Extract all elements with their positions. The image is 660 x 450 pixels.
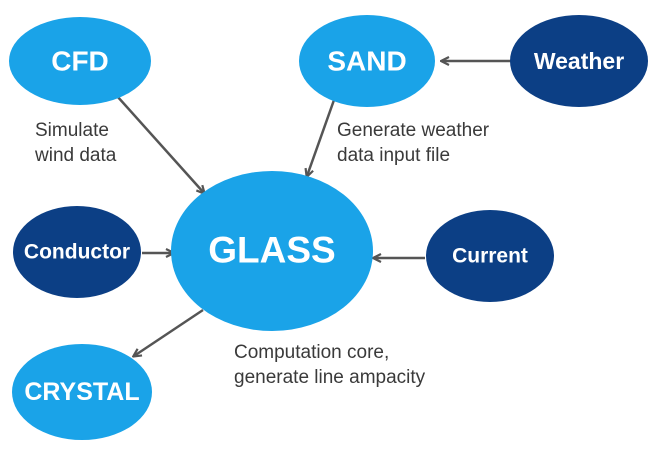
sand-description-line-1: Generate weather bbox=[337, 120, 490, 141]
node-glass-label: GLASS bbox=[208, 230, 335, 271]
glass-description-line-2: generate line ampacity bbox=[234, 367, 426, 388]
arrow-sand-to-glass bbox=[307, 99, 336, 176]
cfd-description-line-2: wind data bbox=[35, 145, 117, 166]
glass-description: Computation core, generate line ampacity bbox=[234, 340, 425, 390]
node-current-shape bbox=[426, 210, 554, 302]
sand-description-line-2: data input file bbox=[337, 145, 451, 166]
sand-description: Generate weather data input file bbox=[337, 118, 489, 168]
node-sand-label: SAND bbox=[327, 46, 406, 77]
node-conductor: Conductor bbox=[13, 206, 141, 298]
cfd-description: Simulate wind data bbox=[35, 118, 116, 168]
node-conductor-label: Conductor bbox=[24, 241, 130, 264]
node-crystal: CRYSTAL bbox=[12, 344, 152, 440]
arrow-glass-to-crystal bbox=[134, 308, 204, 356]
node-glass: GLASS bbox=[171, 171, 373, 331]
node-glass-shape bbox=[171, 171, 373, 331]
node-weather-label: Weather bbox=[534, 48, 624, 74]
node-weather: Weather bbox=[510, 15, 648, 107]
node-cfd-shape bbox=[9, 17, 151, 105]
arrow-cfd-to-glass bbox=[116, 95, 204, 193]
node-cfd: CFD bbox=[9, 17, 151, 105]
node-sand: SAND bbox=[299, 15, 435, 107]
node-current-label: Current bbox=[452, 245, 528, 268]
glass-description-line-1: Computation core, bbox=[234, 342, 390, 363]
cfd-description-line-1: Simulate bbox=[35, 120, 109, 141]
node-crystal-label: CRYSTAL bbox=[24, 378, 139, 406]
node-sand-shape bbox=[299, 15, 435, 107]
node-weather-shape bbox=[510, 15, 648, 107]
node-current: Current bbox=[426, 210, 554, 302]
node-conductor-shape bbox=[13, 206, 141, 298]
node-cfd-label: CFD bbox=[51, 46, 109, 77]
node-crystal-shape bbox=[12, 344, 152, 440]
